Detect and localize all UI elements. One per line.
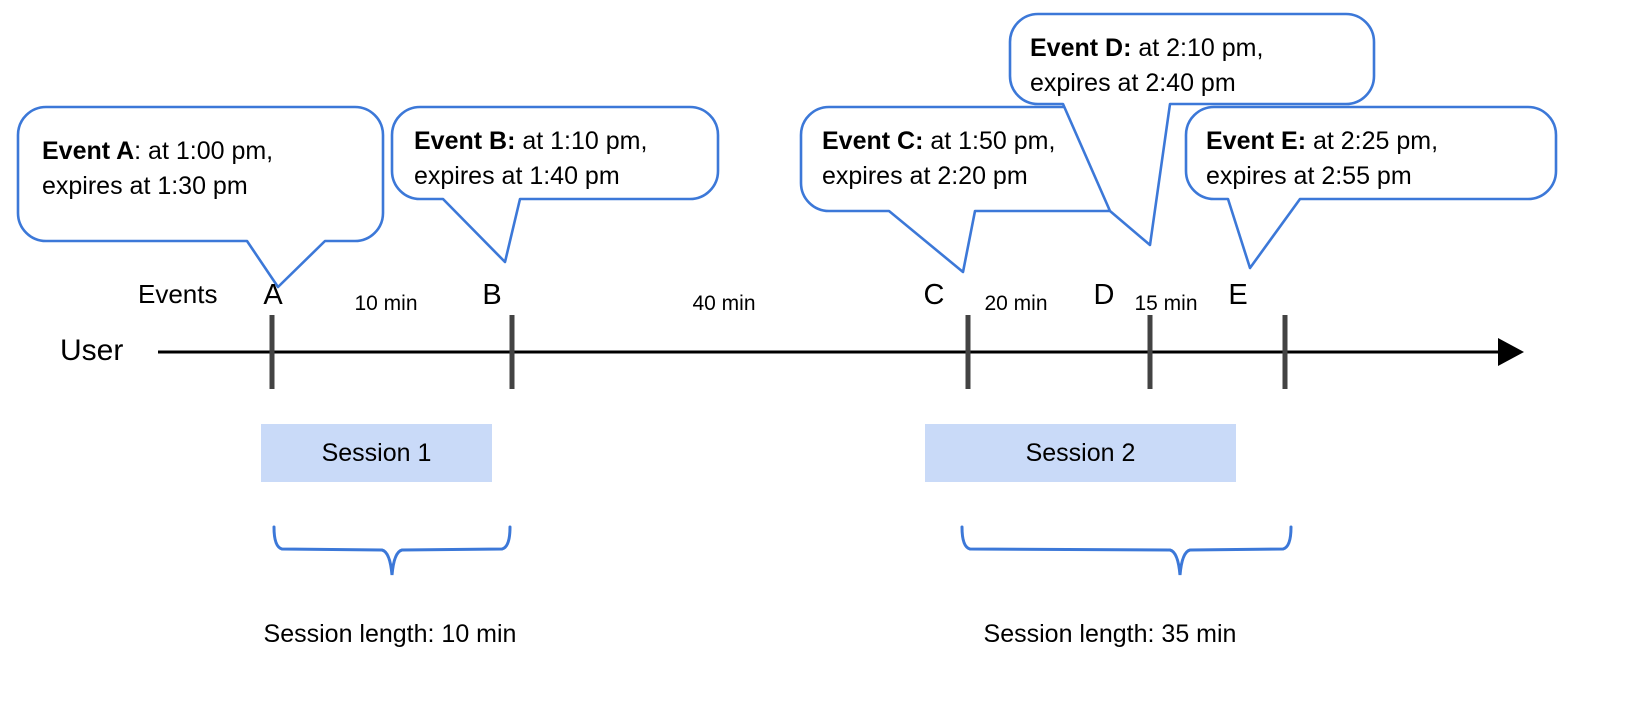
tick-letter-c: C <box>923 279 945 311</box>
gap-label-b-c: 40 min <box>692 292 756 315</box>
gap-label-a-b: 10 min <box>354 292 418 315</box>
tick-letter-b: B <box>482 279 502 311</box>
axis-events-label: Events <box>138 279 218 309</box>
callout-bubble-event-e <box>1184 105 1558 270</box>
session-length-label-2: Session length: 35 min <box>983 620 1237 648</box>
axis-row-label-user: User <box>60 334 124 367</box>
session-box-2: Session 2 <box>925 424 1236 482</box>
gap-label-d-e: 15 min <box>1134 292 1198 315</box>
tick-letter-e: E <box>1228 279 1248 311</box>
brace-session-1 <box>272 525 512 576</box>
callout-bubble-event-a <box>16 105 385 289</box>
callout-bubble-event-d <box>1008 12 1376 247</box>
tick-letter-d: D <box>1093 279 1115 311</box>
session-length-label-1: Session length: 10 min <box>263 620 517 648</box>
callout-bubble-event-b <box>390 105 720 264</box>
timeline-arrowhead <box>1498 338 1524 366</box>
session-box-1: Session 1 <box>261 424 492 482</box>
tick-letter-a: A <box>263 279 283 311</box>
brace-session-2 <box>960 525 1293 576</box>
gap-label-c-d: 20 min <box>984 292 1048 315</box>
